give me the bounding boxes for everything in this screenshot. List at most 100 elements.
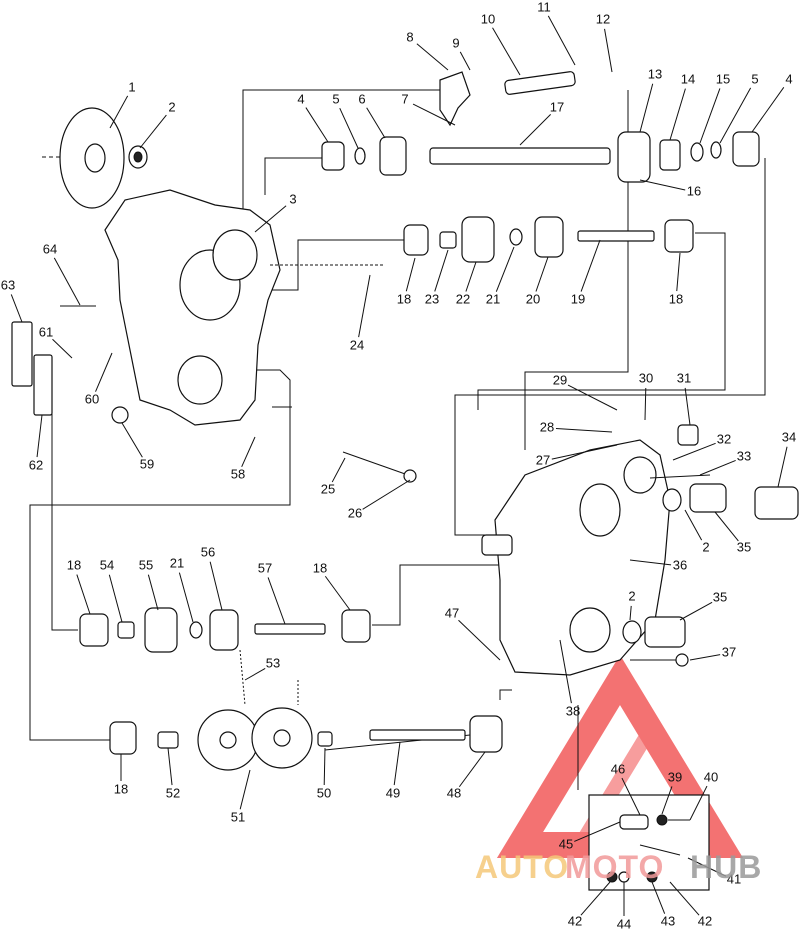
leader-line [167, 747, 173, 786]
leader-line [323, 747, 326, 786]
leader-line [95, 352, 113, 392]
leader-line [777, 446, 788, 488]
part-label: 35 [737, 539, 751, 554]
part-35-sleeve [689, 483, 727, 513]
part-label: 51 [231, 809, 245, 824]
part-label: 10 [481, 11, 495, 26]
part-label: 7 [401, 91, 408, 106]
leader-line [239, 769, 251, 810]
part-label: 36 [673, 557, 687, 572]
leader-line [604, 28, 613, 73]
part-label: 54 [100, 557, 114, 572]
part-label: 46 [611, 761, 625, 776]
part-label: 6 [358, 91, 365, 106]
part-label: 58 [231, 466, 245, 481]
part-label: 55 [139, 557, 153, 572]
leader-line [661, 786, 673, 815]
part-label: 43 [661, 913, 675, 928]
guide-lines [29, 89, 766, 790]
leader-line [10, 294, 23, 323]
part-10-shaft [504, 71, 576, 95]
part-label: 37 [722, 644, 736, 659]
leader-line [147, 574, 159, 611]
part-label: 22 [456, 291, 470, 306]
leader-line [699, 459, 736, 476]
part-label: 18 [669, 291, 683, 306]
leader-line [434, 249, 449, 292]
part-label: 1 [128, 79, 135, 94]
part-label: 48 [447, 785, 461, 800]
part-label: 2 [628, 588, 635, 603]
part-18-bearing [403, 224, 429, 256]
leader-lines [10, 15, 788, 916]
leader-line [324, 575, 351, 611]
right-housing [494, 439, 671, 676]
part-18-bearing-lower [79, 613, 109, 647]
part-17-shaft [429, 147, 611, 165]
leader-line [209, 561, 223, 611]
part-label: 34 [782, 429, 796, 444]
leader-line [689, 654, 721, 661]
leader-line [679, 601, 713, 621]
leader-line [629, 605, 632, 621]
part-31-sensor [677, 424, 699, 446]
leader-line [254, 205, 287, 233]
part-4-bearing [321, 141, 345, 171]
leader-line [551, 444, 618, 460]
leader-line [684, 509, 703, 541]
part-label: 13 [648, 66, 662, 81]
leader-line [305, 107, 329, 143]
part-label: 4 [297, 91, 304, 106]
part-label: 26 [348, 505, 362, 520]
part-label: 52 [166, 785, 180, 800]
part-label: 11 [537, 0, 551, 14]
leader-line [669, 88, 686, 141]
part-62-bracket [33, 354, 53, 416]
leader-line [121, 422, 143, 458]
leader-line [555, 428, 613, 433]
watermark-auto: AUTO [475, 849, 569, 885]
part-35-sleeve-lower [644, 616, 686, 648]
leader-line [178, 572, 194, 623]
leader-line [458, 751, 486, 788]
leader-line [405, 257, 416, 292]
part-label: 49 [386, 785, 400, 800]
part-6-gear [379, 136, 407, 176]
part-label: 35 [713, 589, 727, 604]
leader-line [751, 87, 785, 133]
leader-line [574, 821, 621, 842]
part-label: 38 [566, 703, 580, 718]
leader-line [492, 27, 521, 76]
leader-line [580, 239, 601, 292]
part-57-shaft [254, 623, 326, 635]
leader-line [76, 574, 91, 615]
part-label: 44 [617, 916, 631, 931]
part-label: 2 [168, 99, 175, 114]
part-label: 23 [425, 291, 439, 306]
part-label: 42 [568, 913, 582, 928]
part-label: 4 [785, 71, 792, 86]
leader-line [465, 261, 477, 292]
part-label: 9 [452, 35, 459, 50]
part-8-fork [439, 71, 471, 127]
watermark-text: AUTO MOTO HUB [475, 849, 761, 885]
leader-line [639, 179, 686, 191]
leader-line [458, 619, 501, 661]
part-label: 50 [317, 785, 331, 800]
part-label: 42 [698, 913, 712, 928]
part-label: 56 [201, 544, 215, 559]
part-label: 18 [313, 560, 327, 575]
part-19-shaft [577, 230, 655, 242]
leader-line [358, 274, 371, 338]
leader-line [52, 338, 73, 359]
leader-line [699, 88, 721, 144]
part-34-sleeve [754, 486, 799, 520]
leader-line [547, 15, 576, 66]
part-label: 39 [668, 769, 682, 784]
part-label: 15 [716, 71, 730, 86]
part-14-bearing [659, 139, 681, 171]
part-63-bracket [11, 321, 33, 387]
part-label: 21 [486, 291, 500, 306]
leader-line [244, 668, 266, 681]
leader-line [672, 442, 716, 461]
